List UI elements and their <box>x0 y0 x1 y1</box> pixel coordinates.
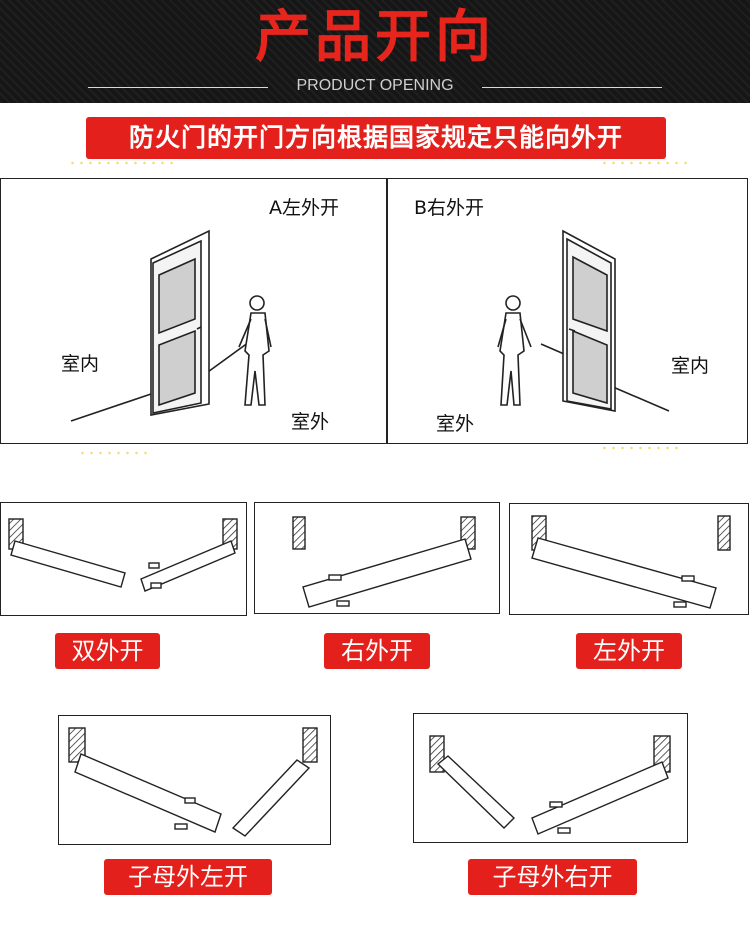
scene-left-label: A左外开 <box>269 197 339 219</box>
page-title: 产品开向 <box>255 5 495 70</box>
diagram-double-out <box>0 502 247 616</box>
decor-dots <box>68 160 178 166</box>
diagram-left-out-drawing <box>531 515 731 609</box>
header-bar: 产品开向 PRODUCT OPENING <box>0 0 750 103</box>
label-right-out: 右外开 <box>324 633 430 669</box>
diagram-mother-right <box>413 713 688 843</box>
scene-right-drawing <box>497 229 670 412</box>
header-rule-right <box>482 87 662 88</box>
scene-divider <box>386 179 388 443</box>
decor-dots <box>600 445 680 451</box>
diagram-left-out <box>509 503 749 615</box>
label-mother-left: 子母外左开 <box>104 859 272 895</box>
decor-dots <box>600 160 690 166</box>
diagram-double-out-drawing <box>8 518 238 592</box>
diagram-mother-left <box>58 715 331 845</box>
scene-left-outside-label: 室外 <box>291 411 330 433</box>
diagram-right-out-drawing <box>292 516 476 608</box>
diagram-mother-left-drawing <box>68 727 318 837</box>
header-rule-left <box>88 87 268 88</box>
scene-right-inside-label: 室内 <box>671 355 710 377</box>
rule-banner: 防火门的开门方向根据国家规定只能向外开 <box>86 117 666 159</box>
label-mother-right: 子母外右开 <box>468 859 637 895</box>
page-subtitle: PRODUCT OPENING <box>296 77 454 94</box>
label-left-out: 左外开 <box>576 633 682 669</box>
diagram-mother-right-drawing <box>429 735 671 835</box>
label-double-out: 双外开 <box>55 633 160 669</box>
scene-right-outside-label: 室外 <box>436 413 475 435</box>
decor-dots <box>78 450 148 456</box>
scene-right-label: B右外开 <box>414 197 485 219</box>
scene-left-drawing <box>70 229 272 422</box>
diagram-right-out <box>254 502 500 614</box>
door-scene-illustration <box>70 229 670 422</box>
door-scene-panel: A左外开 室内 室外 B右外开 室内 室外 <box>0 178 748 444</box>
scene-left-inside-label: 室内 <box>61 353 100 375</box>
